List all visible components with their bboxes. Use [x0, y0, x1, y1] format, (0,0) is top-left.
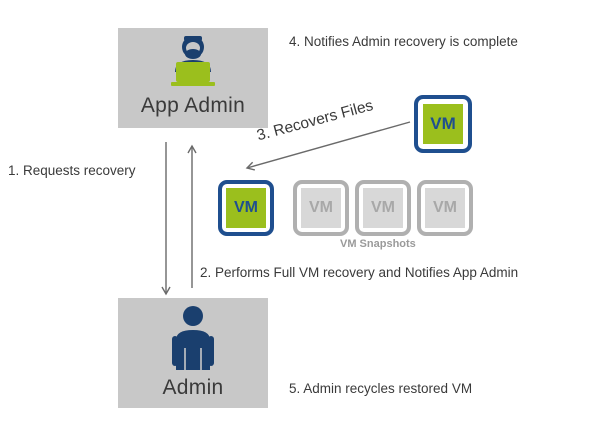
- snapshot-vm-1-label: VM: [301, 188, 341, 228]
- step-2-label: 2. Performs Full VM recovery and Notifie…: [200, 265, 519, 280]
- admin-label: Admin: [162, 376, 224, 399]
- admin-person-icon: [172, 306, 214, 370]
- step-5-label: 5. Admin recycles restored VM: [289, 381, 473, 396]
- step-1-label: 1. Requests recovery: [8, 163, 136, 178]
- snapshot-vm-1-icon: VM: [293, 180, 349, 236]
- snapshot-vm-3-icon: VM: [417, 180, 473, 236]
- arrow-recovers-files: [245, 121, 411, 171]
- snapshots-caption: VM Snapshots: [340, 238, 416, 250]
- source-vm-label: VM: [423, 104, 463, 144]
- app-admin-label: App Admin: [140, 94, 246, 117]
- snapshot-vm-2-label: VM: [363, 188, 403, 228]
- source-vm-icon: VM: [414, 95, 472, 153]
- snapshot-vm-3-label: VM: [425, 188, 465, 228]
- app-admin-node: App Admin: [118, 28, 268, 128]
- recovered-vm-label: VM: [226, 188, 266, 228]
- snapshot-vm-2-icon: VM: [355, 180, 411, 236]
- app-admin-icon: [171, 36, 215, 86]
- step-4-label: 4. Notifies Admin recovery is complete: [289, 34, 518, 49]
- admin-node: Admin: [118, 298, 268, 408]
- recovered-vm-icon: VM: [218, 180, 274, 236]
